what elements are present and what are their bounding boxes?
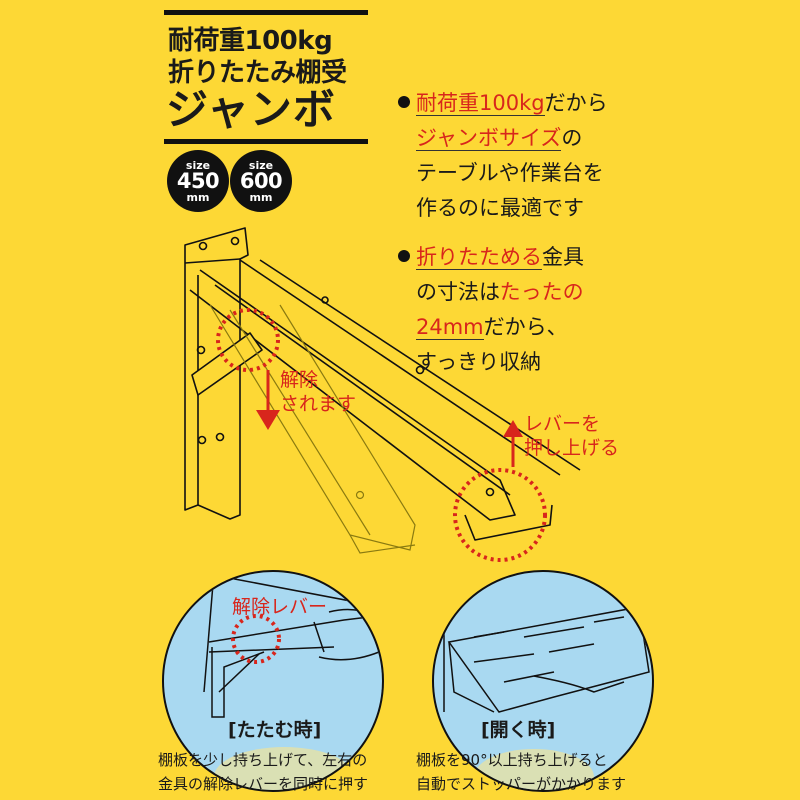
feature-2-line-1-highlight: 折りたためる [416, 245, 542, 270]
size-badge-value: 600 [239, 168, 283, 193]
size-badge-unit: mm [249, 190, 273, 204]
lever-callout: レバーを 押し上げる [524, 412, 619, 460]
release-callout-line2: されます [280, 393, 357, 415]
opening-panel [432, 570, 654, 792]
feature-2-line-2-text: の寸法は [416, 280, 500, 304]
size-badge-unit: mm [186, 190, 210, 204]
header-bottom-rule [164, 139, 368, 144]
feature-2-line-3-text: だから、 [483, 315, 568, 339]
bullet-icon [398, 96, 410, 108]
feature-1-line-1-highlight: 耐荷重100kg [416, 91, 545, 116]
size-badge-value: 450 [176, 168, 220, 193]
title-load-capacity: 耐荷重100kg [168, 26, 333, 56]
header-top-rule [164, 10, 368, 15]
size-badge-label: size [185, 158, 211, 172]
feature-1-line-1-text: だから [544, 91, 608, 115]
release-callout-line1: 解除 [280, 369, 319, 391]
bullet-icon [398, 250, 410, 262]
size-badge-450: size 450 mm [167, 150, 229, 212]
lever-callout-line1: レバーを [524, 413, 601, 435]
size-badge-600: size 600 mm [230, 150, 292, 212]
feature-2-line-2-highlight: たったの [499, 280, 584, 304]
release-callout: 解除 されます [280, 368, 356, 416]
opening-hand-illustration [443, 606, 650, 790]
folding-panel-title: [たたむ時] [228, 719, 322, 741]
feature-1-line-2-text: の [561, 126, 583, 150]
opening-caption-line1: 棚板を90°以上持ち上げると [416, 751, 608, 769]
lever-callout-line2: 押し上げる [524, 437, 620, 459]
folding-caption: 棚板を少し持ち上げて、左右の 金具の解除レバーを同時に押す [158, 748, 368, 796]
feature-1-line-2-highlight: ジャンボサイズ [416, 126, 562, 151]
title-jumbo: ジャンボ [166, 85, 336, 134]
feature-load-capacity: 耐荷重100kgだから ジャンボサイズの テーブルや作業台を 作るのに最適です [398, 86, 608, 226]
folding-hand-illustration [203, 572, 382, 790]
title-folding-bracket: 折りたたみ棚受 [168, 58, 347, 88]
release-lever-label: 解除レバー [232, 596, 328, 618]
feature-1-line-4-text: 作るのに最適です [416, 196, 584, 220]
folding-caption-line1: 棚板を少し持ち上げて、左右の [158, 751, 368, 769]
folding-caption-line2: 金具の解除レバーを同時に押す [158, 775, 369, 793]
size-badge-label: size [248, 158, 274, 172]
feature-folding-size: 折りたためる金具 の寸法はたったの 24mmだから、 すっきり収納 [398, 240, 584, 380]
opening-panel-title: [開く時] [481, 719, 556, 741]
folding-panel: 解除レバー [162, 570, 384, 792]
bracket-illustration [184, 227, 581, 562]
feature-2-line-4-text: すっきり収納 [416, 350, 542, 374]
feature-1-line-3-text: テーブルや作業台を [416, 161, 604, 185]
opening-caption-line2: 自動でストッパーがかかります [416, 775, 627, 793]
opening-caption: 棚板を90°以上持ち上げると 自動でストッパーがかかります [416, 748, 626, 796]
feature-2-line-3-highlight: 24mm [416, 315, 484, 340]
feature-2-line-1-text: 金具 [542, 245, 584, 269]
